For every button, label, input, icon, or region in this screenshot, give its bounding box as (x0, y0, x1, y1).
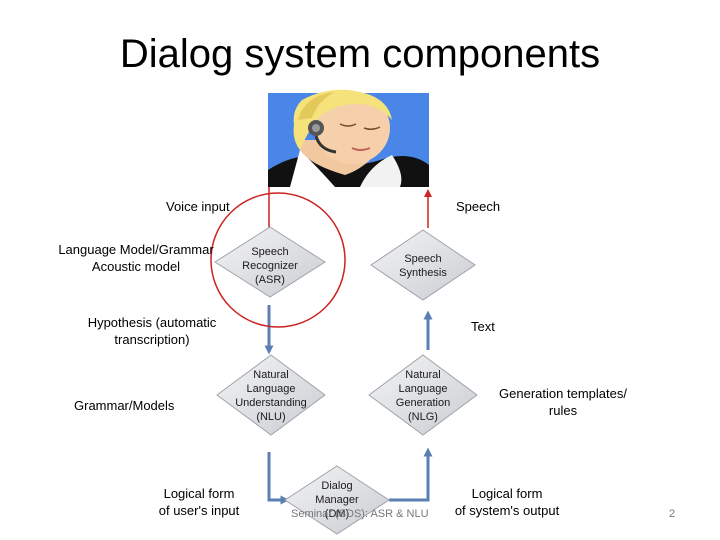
nlg-line-3: Generation (396, 397, 450, 409)
asr-node: Speech Recognizer (ASR) (214, 226, 326, 298)
nlu-line-2: Language (247, 383, 296, 395)
dm-line-3: (DM) (325, 508, 349, 520)
hypothesis-label: Hypothesis (automatic transcription) (70, 314, 234, 348)
dm-node: Dialog Manager (DM) (284, 465, 390, 535)
synthesis-node: Speech Synthesis (370, 229, 476, 301)
logical-system-line-1: Logical form (471, 486, 543, 501)
nlg-line-4: (NLG) (408, 411, 438, 423)
generation-line-1: Generation templates/ (499, 386, 627, 401)
slide-title: Dialog system components (119, 32, 601, 76)
synthesis-line-1: Speech (404, 253, 441, 265)
nlu-line-3: Understanding (235, 397, 307, 409)
dm-line-1: Dialog (321, 480, 352, 492)
asr-line-3: (ASR) (255, 274, 285, 286)
logical-form-system-label: Logical form of system's output (440, 485, 574, 519)
text-label: Text (471, 319, 495, 334)
nlg-line-1: Natural (405, 369, 440, 381)
nlg-node: Natural Language Generation (NLG) (368, 354, 478, 436)
logical-user-line-2: of user's input (158, 503, 240, 518)
connectors (264, 305, 433, 505)
hypothesis-line-1: Hypothesis (automatic (87, 315, 217, 330)
asr-line-1: Speech (251, 246, 288, 258)
language-model-label: Language Model/Grammar Acoustic model (38, 241, 234, 275)
nlu-node: Natural Language Understanding (NLU) (216, 354, 326, 436)
dm-line-2: Manager (315, 494, 359, 506)
language-model-line-1: Language Model/Grammar (58, 242, 214, 257)
language-model-line-2: Acoustic model (91, 259, 181, 274)
logical-user-line-1: Logical form (163, 486, 235, 501)
voice-input-label: Voice input (166, 199, 230, 214)
generation-line-2: rules (548, 403, 578, 418)
grammar-models-label: Grammar/Models (74, 398, 175, 413)
hypothesis-line-2: transcription) (114, 332, 190, 347)
highlight-circle (210, 192, 346, 328)
generation-templates-label: Generation templates/ rules (480, 385, 646, 419)
synthesis-line-2: Synthesis (399, 267, 447, 279)
logical-system-line-2: of system's output (454, 503, 560, 518)
asr-line-2: Recognizer (242, 260, 298, 272)
nlu-line-4: (NLU) (256, 411, 285, 423)
page-number: 2 (669, 508, 676, 520)
logical-form-user-label: Logical form of user's input (142, 485, 256, 519)
speech-label: Speech (456, 199, 501, 214)
footer-text: Seminar (SDS): ASR & NLU (291, 508, 429, 520)
nlu-line-1: Natural (253, 369, 288, 381)
operator-illustration (268, 89, 429, 187)
nlg-line-2: Language (399, 383, 448, 395)
